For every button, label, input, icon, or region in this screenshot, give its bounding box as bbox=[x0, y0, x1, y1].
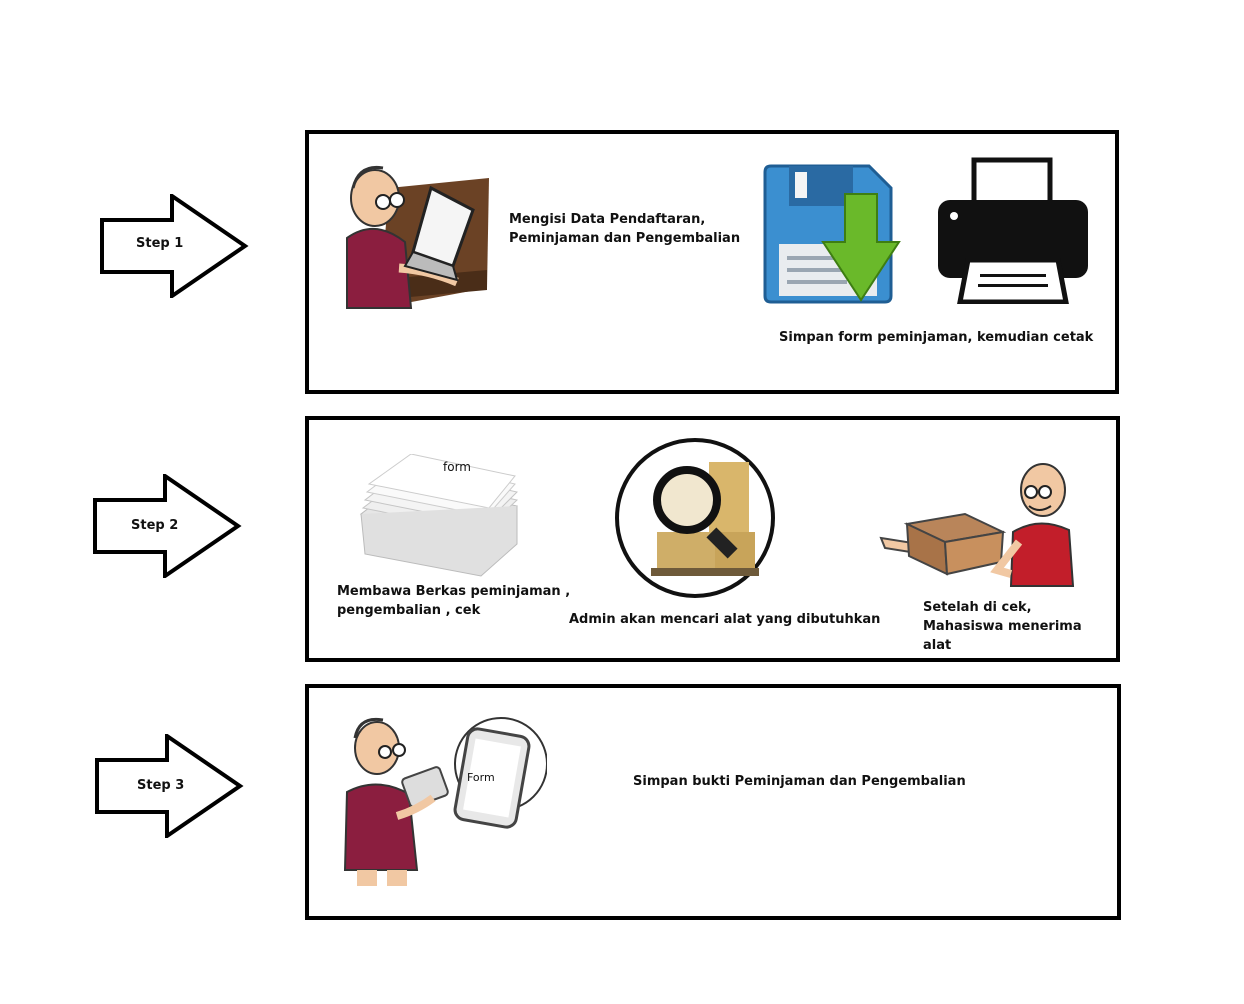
step-2-text-2: Admin akan mencari alat yang dibutuhkan bbox=[569, 612, 881, 627]
step-1-panel: Mengisi Data Pendaftaran, Peminjaman dan… bbox=[305, 130, 1119, 394]
person-laptop-icon bbox=[346, 165, 489, 309]
step-3-text: Simpan bukti Peminjaman dan Pengembalian bbox=[633, 774, 966, 789]
person-box-icon bbox=[879, 463, 1075, 587]
arrow-right-icon bbox=[95, 734, 244, 838]
step-3-label: Step 3 bbox=[137, 778, 185, 793]
arrow-right-icon bbox=[93, 474, 242, 578]
floppy-save-icon bbox=[763, 164, 901, 304]
paper-stack-label: form bbox=[443, 460, 471, 474]
step-3-arrow: Step 3 bbox=[95, 734, 245, 838]
step-2-text-1: Membawa Berkas peminjaman , pengembalian… bbox=[337, 584, 571, 618]
step-1-arrow: Step 1 bbox=[100, 194, 250, 298]
step-2-label: Step 2 bbox=[131, 518, 179, 533]
arrow-right-icon bbox=[100, 194, 249, 298]
step-1-label: Step 1 bbox=[136, 236, 184, 251]
person-tablet-icon bbox=[343, 717, 547, 886]
step-1-caption: Simpan form peminjaman, kemudian cetak bbox=[779, 330, 1094, 345]
step-2-arrow: Step 2 bbox=[93, 474, 243, 578]
printer-icon bbox=[938, 157, 1088, 304]
step-2-panel: form Membawa Berkas peminjaman , pengemb… bbox=[305, 416, 1120, 662]
step-1-text: Mengisi Data Pendaftaran, Peminjaman dan… bbox=[509, 212, 741, 246]
magnifier-boxes-icon bbox=[615, 438, 775, 598]
step-2-text-3: Setelah di cek, Mahasiswa menerima alat bbox=[923, 600, 1082, 653]
step-3-panel: Form Simpan bukti Peminjaman dan Pengemb… bbox=[305, 684, 1121, 920]
tablet-form-label: Form bbox=[467, 771, 495, 784]
paper-stack-icon bbox=[359, 454, 519, 577]
